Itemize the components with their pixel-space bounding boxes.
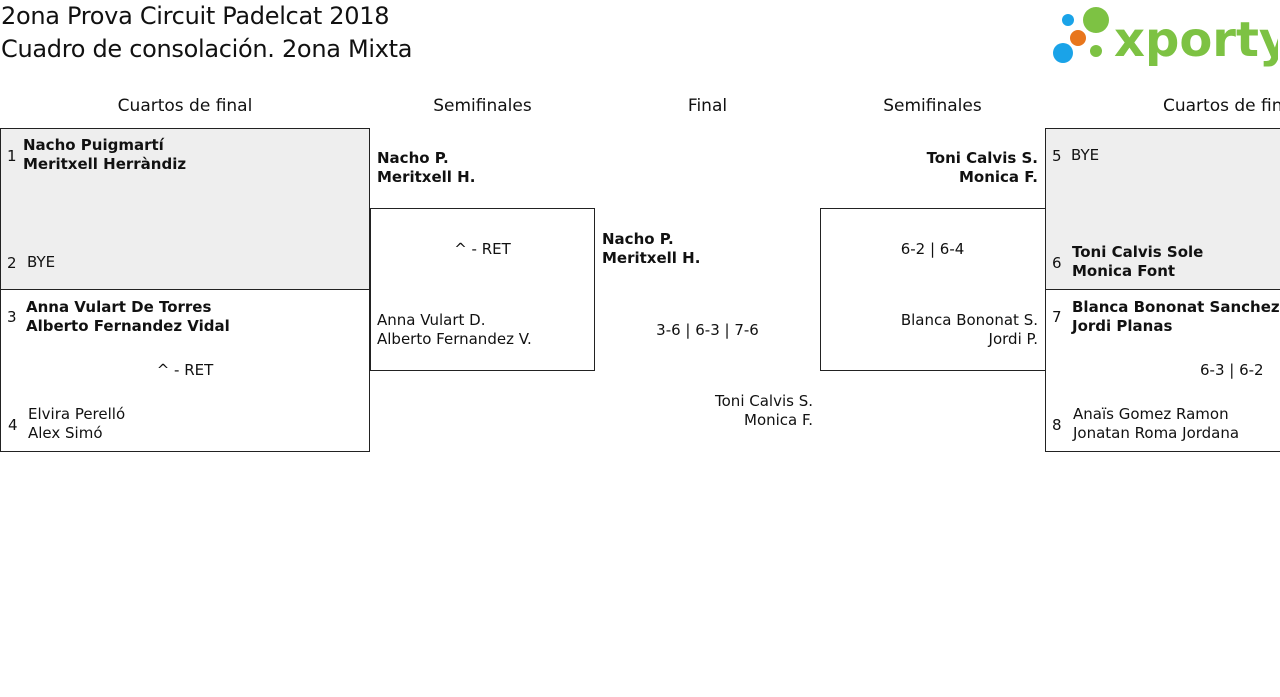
player-name: Meritxell Herràndiz xyxy=(23,155,187,173)
player-name: Monica F. xyxy=(958,168,1038,186)
left-qf-m2-top-team[interactable]: Anna Vulart De Torres Alberto Fernandez … xyxy=(26,298,230,336)
right-sf-top-team[interactable]: Toni Calvis S. Monica F. xyxy=(927,149,1038,187)
player-name: Nacho P. xyxy=(602,230,674,248)
page-subtitle: Cuadro de consolación. 2ona Mixta xyxy=(1,35,413,63)
logo-text: xporty xyxy=(1114,12,1278,68)
player-name: Toni Calvis S. xyxy=(926,149,1038,167)
player-name: Jordi P. xyxy=(988,330,1038,348)
match-score: 6-2 | 6-4 xyxy=(900,240,965,258)
right-qf-m1-bottom-team[interactable]: Toni Calvis Sole Monica Font xyxy=(1072,243,1203,281)
final-score: 3-6 | 6-3 | 7-6 xyxy=(656,321,759,339)
player-name: Alberto Fernandez V. xyxy=(377,330,532,348)
player-name: Monica F. xyxy=(744,411,813,429)
seed-number: 1 xyxy=(7,147,17,165)
match-score: 6-3 | 6-2 xyxy=(1200,361,1264,379)
right-qf-match-1[interactable] xyxy=(1045,128,1280,290)
xporty-logo[interactable]: xporty xyxy=(1050,2,1280,70)
left-qf-m1-bottom-team[interactable]: BYE xyxy=(27,253,55,272)
player-name: Alberto Fernandez Vidal xyxy=(26,317,230,335)
seed-number: 8 xyxy=(1052,416,1062,434)
right-qf-m1-top-team[interactable]: BYE xyxy=(1071,146,1099,165)
player-name: Meritxell H. xyxy=(602,249,701,267)
round-header-final: Final xyxy=(687,96,728,116)
right-qf-m2-bottom-team[interactable]: Anaïs Gomez Ramon Jonatan Roma Jordana xyxy=(1073,405,1239,443)
seed-number: 4 xyxy=(8,416,18,434)
player-name: Monica Font xyxy=(1072,262,1176,280)
left-qf-match-2[interactable] xyxy=(0,289,370,452)
round-header-left-quarterfinals: Cuartos de final xyxy=(117,96,253,116)
right-qf-match-2[interactable] xyxy=(1045,289,1280,452)
player-name: Anna Vulart De Torres xyxy=(26,298,212,316)
round-header-right-semifinals: Semifinales xyxy=(883,96,982,116)
player-name: Alex Simó xyxy=(28,424,103,442)
player-name: Blanca Bononat Sanchez xyxy=(1072,298,1280,316)
xporty-dots-logo-icon: xporty xyxy=(1053,7,1280,68)
final-top-team[interactable]: Nacho P. Meritxell H. xyxy=(602,230,700,268)
match-score: ^ - RET xyxy=(156,361,214,379)
left-qf-m1-top-team[interactable]: Nacho Puigmartí Meritxell Herràndiz xyxy=(23,136,186,174)
left-sf-top-team[interactable]: Nacho P. Meritxell H. xyxy=(377,149,475,187)
match-score: ^ - RET xyxy=(454,240,511,258)
seed-number: 2 xyxy=(7,254,17,272)
bye-label: BYE xyxy=(27,253,56,271)
player-name: Nacho P. xyxy=(377,149,449,167)
seed-number: 6 xyxy=(1052,254,1062,272)
seed-number: 7 xyxy=(1052,308,1062,326)
player-name: Toni Calvis S. xyxy=(715,392,813,410)
player-name: Elvira Perelló xyxy=(28,405,126,423)
player-name: Anaïs Gomez Ramon xyxy=(1073,405,1229,423)
left-qf-m2-bottom-team[interactable]: Elvira Perelló Alex Simó xyxy=(28,405,125,443)
seed-number: 3 xyxy=(7,308,17,326)
player-name: Blanca Bononat S. xyxy=(900,311,1038,329)
player-name: Nacho Puigmartí xyxy=(23,136,164,154)
page-title: 2ona Prova Circuit Padelcat 2018 xyxy=(1,2,390,30)
player-name: Meritxell H. xyxy=(377,168,476,186)
left-sf-match[interactable] xyxy=(370,208,595,371)
left-qf-match-1[interactable] xyxy=(0,128,370,290)
player-name: Anna Vulart D. xyxy=(377,311,486,329)
player-name: Jonatan Roma Jordana xyxy=(1073,424,1240,442)
round-header-right-quarterfinals: Cuartos de final xyxy=(1163,96,1280,116)
player-name: Toni Calvis Sole xyxy=(1072,243,1204,261)
right-sf-bottom-team[interactable]: Blanca Bononat S. Jordi P. xyxy=(901,311,1038,349)
final-bottom-team[interactable]: Toni Calvis S. Monica F. xyxy=(715,392,813,430)
round-header-left-semifinals: Semifinales xyxy=(433,96,532,116)
player-name: Jordi Planas xyxy=(1072,317,1173,335)
right-qf-m2-top-team[interactable]: Blanca Bononat Sanchez Jordi Planas xyxy=(1072,298,1280,336)
bye-label: BYE xyxy=(1071,146,1100,164)
left-sf-bottom-team[interactable]: Anna Vulart D. Alberto Fernandez V. xyxy=(377,311,532,349)
seed-number: 5 xyxy=(1052,147,1062,165)
